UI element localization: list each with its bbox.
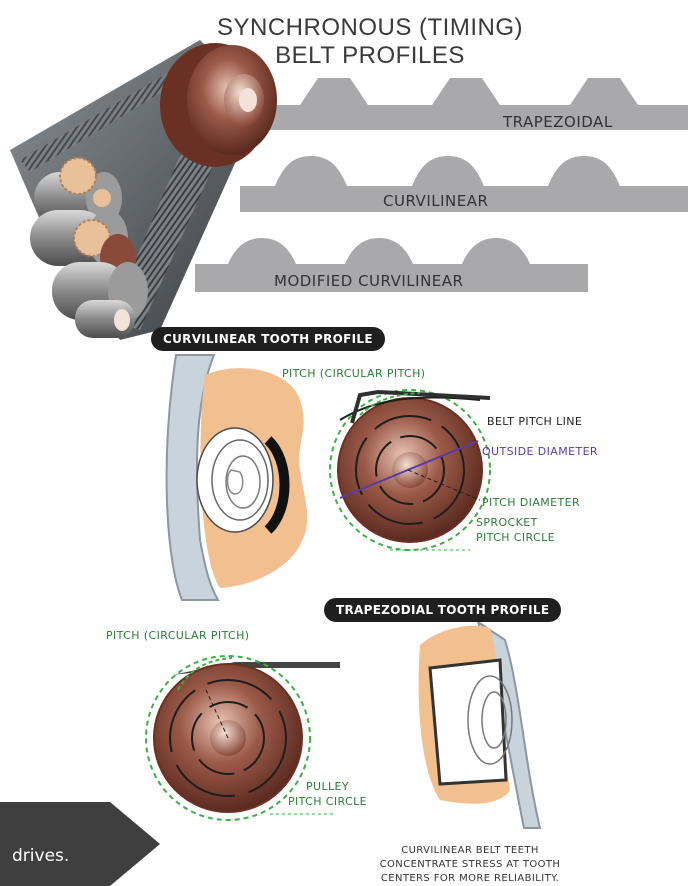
pulley-pitch-circle-label: PITCH CIRCLE <box>288 795 367 808</box>
caption-line2: CONCENTRATE STRESS AT TOOTH <box>320 858 620 872</box>
pitch-diameter-label: PITCH DIAMETER <box>482 496 580 509</box>
callout-arrow-shape <box>0 802 160 886</box>
profile-label-modified-curvilinear: MODIFIED CURVILINEAR <box>274 272 463 290</box>
belt-pitch-line-label: BELT PITCH LINE <box>487 415 582 428</box>
callout-text: drives. <box>12 846 69 866</box>
outside-diameter-label: OUTSIDE DIAMETER <box>482 445 598 458</box>
profile-label-curvilinear: CURVILINEAR <box>383 192 488 210</box>
timing-belt-drive-illustration <box>10 40 277 340</box>
profile-label-trapezoidal: TRAPEZOIDAL <box>503 113 613 131</box>
trapezoidal-section-heading: TRAPEZODIAL TOOTH PROFILE <box>324 598 561 622</box>
curvilinear-section-heading: CURVILINEAR TOOTH PROFILE <box>151 327 385 351</box>
sprocket-label: SPROCKET <box>476 516 538 529</box>
curvilinear-belt-cross-section <box>167 355 308 600</box>
caption-line3: CENTERS FOR MORE RELIABILITY. <box>320 872 620 886</box>
caption-line1: CURVILINEAR BELT TEETH <box>320 844 620 858</box>
trapezoidal-belt-profile <box>265 78 688 130</box>
diagram-title-line1: SYNCHRONOUS (TIMING) <box>190 14 550 42</box>
trapezoidal-belt-cross-section <box>419 622 540 828</box>
diagram-title-line2: BELT PROFILES <box>190 42 550 70</box>
sprocket-pitch-circle-label: PITCH CIRCLE <box>476 531 555 544</box>
curvilinear-sprocket <box>330 390 490 550</box>
pulley-label: PULLEY <box>306 780 349 793</box>
curvilinear-pitch-label: PITCH (CIRCULAR PITCH) <box>282 367 426 380</box>
trapezoidal-pitch-label: PITCH (CIRCULAR PITCH) <box>106 629 250 642</box>
